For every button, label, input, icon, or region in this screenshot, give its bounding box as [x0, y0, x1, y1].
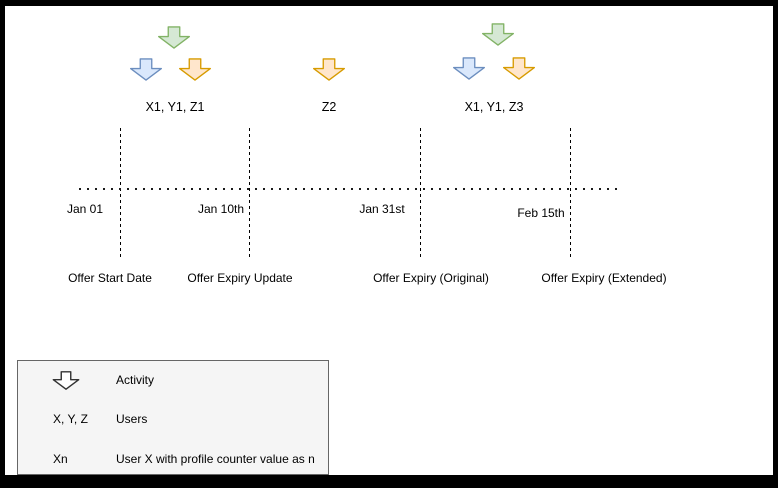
legend-label-activity: Activity — [116, 373, 155, 387]
activity-arrow-icon — [157, 26, 191, 49]
legend-label-users: Users — [116, 412, 148, 426]
cluster-users-label: X1, Y1, Z1 — [145, 100, 205, 114]
legend-key-users: X, Y, Z — [53, 412, 88, 426]
activity-arrow-icon — [52, 371, 80, 390]
timeline-dotted-line — [79, 188, 619, 190]
activity-arrow-icon — [129, 58, 163, 81]
cluster-users-label: Z2 — [321, 100, 337, 114]
activity-arrow-icon — [312, 58, 346, 81]
legend-label-counter: User X with profile counter value as n — [116, 452, 315, 466]
event-marker-line — [120, 128, 121, 259]
event-marker-line — [570, 128, 571, 259]
timeline-date: Jan 01 — [66, 202, 104, 216]
event-marker-line — [420, 128, 421, 259]
cluster-users-label: X1, Y1, Z3 — [464, 100, 524, 114]
activity-arrow-icon — [452, 57, 486, 80]
diagram-canvas: X1, Y1, Z1 Z2 X1, Y1, Z3 Jan 01 Jan 10th… — [5, 6, 773, 475]
activity-arrow-icon — [502, 57, 536, 80]
legend-key-counter: Xn — [53, 452, 68, 466]
timeline-date: Jan 10th — [197, 202, 245, 216]
event-marker-line — [249, 128, 250, 259]
activity-arrow-icon — [178, 58, 212, 81]
timeline-event-label: Offer Expiry (Original) — [373, 271, 489, 285]
timeline-event-label: Offer Start Date — [68, 271, 152, 285]
timeline-event-label: Offer Expiry Update — [187, 271, 293, 285]
timeline-event-label: Offer Expiry (Extended) — [541, 271, 667, 285]
timeline-date: Feb 15th — [517, 206, 565, 220]
activity-arrow-icon — [481, 23, 515, 46]
timeline-date: Jan 31st — [359, 202, 405, 216]
legend-box: Activity X, Y, Z Users Xn User X with pr… — [17, 360, 329, 475]
